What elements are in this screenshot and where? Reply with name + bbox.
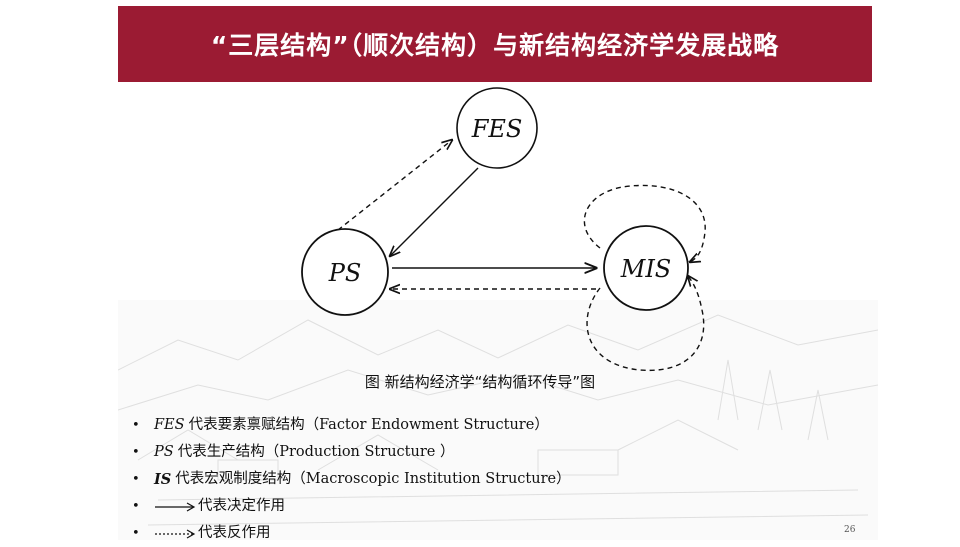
mis-lower-feedback-loop	[586, 276, 705, 372]
node-fes: FES	[456, 87, 538, 169]
legend-item-fes: • FES 代表要素禀赋结构（Factor Endowment Structur…	[132, 412, 571, 439]
fes-to-ps-arrow	[390, 167, 479, 256]
legend-abbr: IS	[154, 471, 172, 488]
legend-item-is: • IS 代表宏观制度结构（Macroscopic Institution St…	[132, 466, 571, 493]
background-landscape-sketch	[118, 300, 878, 540]
legend-text: 代表生产结构（Production Structure ）	[177, 444, 455, 460]
slide-title: “三层结构”（顺次结构）与新结构经济学发展战略	[210, 31, 780, 60]
legend-text: 代表反作用	[198, 525, 271, 541]
solid-arrow-icon	[155, 501, 196, 512]
legend-text: 代表要素禀赋结构（Factor Endowment Structure）	[188, 417, 549, 433]
node-ps-label: PS	[328, 259, 362, 287]
legend-item-solid-arrow: • 代表决定作用	[132, 493, 571, 520]
node-fes-label: FES	[471, 115, 523, 143]
bullet: •	[132, 472, 140, 487]
title-banner: “三层结构”（顺次结构）与新结构经济学发展战略	[118, 6, 872, 82]
node-mis-label: MIS	[620, 255, 672, 283]
bullet: •	[132, 445, 140, 460]
figure-caption: 图 新结构经济学“结构循环传导”图	[364, 373, 596, 391]
legend-item-dashed-arrow: • 代表反作用	[132, 520, 571, 547]
legend-item-ps: • PS 代表生产结构（Production Structure ）	[132, 439, 571, 466]
bullet: •	[132, 526, 140, 541]
legend-text: 代表宏观制度结构（Macroscopic Institution Structu…	[175, 471, 571, 487]
bullet: •	[132, 418, 140, 433]
legend-text: 代表决定作用	[198, 498, 285, 514]
mis-upper-feedback-loop	[583, 184, 706, 262]
ps-to-fes-dashed-arrow	[337, 140, 452, 231]
legend-list: • FES 代表要素禀赋结构（Factor Endowment Structur…	[132, 412, 571, 547]
legend-abbr: PS	[154, 444, 174, 460]
node-mis: MIS	[603, 225, 689, 311]
page-number: 26	[844, 525, 856, 535]
legend-abbr: FES	[154, 417, 185, 433]
node-ps: PS	[301, 228, 389, 316]
dashed-arrow-icon	[155, 528, 196, 539]
bullet: •	[132, 499, 140, 514]
